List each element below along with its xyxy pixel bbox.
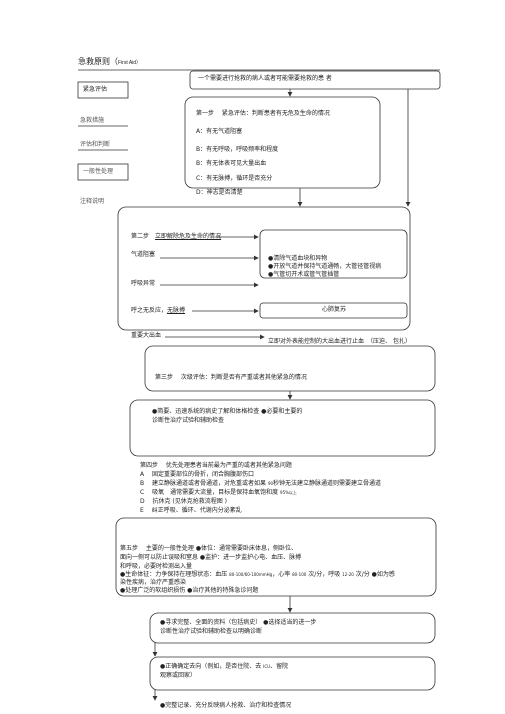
sidebar-item-emergency-assessment: 紧急评估 xyxy=(83,86,108,93)
page-title-en: First Aid） xyxy=(118,60,142,66)
sidebar-item-notes: 注释说明 xyxy=(80,198,105,205)
step5-line-5: 染性疾病，治疗严重感染 xyxy=(120,579,187,586)
step1-item-consciousness: D：神志是否清楚 xyxy=(196,189,243,196)
assessment-box xyxy=(129,399,436,457)
vitals-respiration: 12-20 xyxy=(342,572,354,577)
record-text: ●完整记录、充分反映病人抢救、治疗和检查情况 xyxy=(160,702,292,709)
disposition-text-2: 、留院 xyxy=(270,663,289,670)
airway-action-clear: ●清除气道血块和异物 xyxy=(268,255,328,262)
step4-item-b-text-1: B 建立静脉通道或者骨通道，对危重或者如果 xyxy=(140,480,267,487)
step5-line-1: 第五步 主要的一般性处理 ●体位：通常需要卧床体息，侧卧位、 xyxy=(120,545,298,552)
step2-box xyxy=(117,206,411,331)
disposition-line-1: ●正确确定去向（例如，是否住院、去 ICU、留院 xyxy=(160,664,288,670)
step4-item-b: B 建立静脉通道或者骨通道，对危重或者如果 90秒钟无法建立静脉通道则需要建立骨… xyxy=(140,481,381,487)
step4-item-c-target: 95%以上 xyxy=(280,490,297,495)
bleeding-label: 重要大出血 xyxy=(131,332,162,339)
step5-vitals: ●生命体征：力争保持在理想状态：血压 80-100/60-100mmHg，心率 … xyxy=(120,572,395,578)
vitals-heart-rate: 80-100 xyxy=(292,572,307,577)
step4-item-c-text: C 吸氧 通常需要大流量，目标是保持血氧饱和度 xyxy=(140,489,279,496)
step2-heading: 第二步 立即解除危及生命的情况 xyxy=(131,234,221,240)
start-box xyxy=(189,70,441,90)
step4-item-c: C 吸氧 通常需要大流量，目标是保持血氧饱和度 95%以上 xyxy=(140,490,297,496)
step4-item-b-seconds: 90 xyxy=(267,481,274,486)
airway-action-open: ●开放气道并保持气道通畅，大管径管视病 xyxy=(268,263,382,270)
bleeding-action: 立即对外表能控制的大出血进行止血 （压迫、 包扎） xyxy=(268,339,411,345)
vitals-text-2: ，心率 xyxy=(272,571,291,578)
step5-line-2: 面向一侧可以防止误吸和窒息 ●监护：进一步监护心电、血压、脉搏 xyxy=(120,554,302,561)
vitals-text-1: ●生命体征：力争保持在理想状态：血压 xyxy=(120,571,228,578)
bleeding-action-text: 立即对外表能控制的大出血进行止血 xyxy=(268,338,365,345)
vitals-text-3: 次/分，呼吸 xyxy=(306,571,341,578)
step2-breathing-label: 呼吸异常 xyxy=(131,280,156,287)
airway-action-intubation: ●气管切开术或管气管插管 xyxy=(268,271,340,278)
step3-heading: 第三步 次级评估：判断是否有严重或者其他紧急的情况 xyxy=(155,374,307,381)
sidebar-item-evaluation: 评估和判断 xyxy=(80,141,111,148)
bleeding-action-note: （压迫、 包扎） xyxy=(370,338,411,345)
disposition-icu: ICU xyxy=(263,664,271,669)
assessment-line-1: ●简要、迅速系统的病史了解和体格检查 ●必要和主要的 xyxy=(152,408,303,415)
start-text: 一个需要进行抢救的病人或者可能需要抢救的患 者 xyxy=(198,75,332,82)
cpr-label: 心肺复苏 xyxy=(322,306,347,313)
step5-line-6: ●处理广泛的软组织损伤 ●治疗其他的特殊急诊问题 xyxy=(120,587,259,594)
disposition-text-1: ●正确确定去向（例如，是否住院、去 xyxy=(160,663,262,670)
step1-item-bleeding: B：有无体表可见大量出血 xyxy=(196,160,267,167)
step4-heading: 第四步 优先处理患者当前最为严重的或者其他紧急问题 xyxy=(140,462,292,469)
airway-actions-box xyxy=(259,229,408,279)
step1-heading: 第一步 紧急评估：判断患者有无危及生命的情况 xyxy=(196,110,330,117)
vitals-text-4: 次/分 ●如为感 xyxy=(353,571,395,578)
step3-box xyxy=(144,345,436,392)
step5-line-3: 和呼吸，必要时检测出入量 xyxy=(120,563,193,570)
step2-no-response-label: 呼之无反应，无脉搏 xyxy=(131,308,185,314)
no-response-text: 呼之无反应， xyxy=(131,307,168,314)
disposition-box xyxy=(149,656,436,691)
step4-item-a: A 固定重要部位的骨折，闭合胸腹部伤口 xyxy=(140,471,255,478)
assessment-line-2: 诊断性治疗试验和辅助检查 xyxy=(152,417,225,424)
step4-item-e: E 纠正呼吸、循环、代谢内分泌紊乱 xyxy=(140,507,242,514)
step4-item-b-text-2: 秒钟无法建立静脉通道则需要建立骨通道 xyxy=(273,480,382,487)
step2-heading-prefix: 第二步 xyxy=(131,233,156,240)
diagnosis-line-2: 诊断性治疗试验和辅助检查以明确诊断 xyxy=(160,628,263,635)
no-pulse-text: 无脉搏 xyxy=(167,307,186,314)
step1-item-airway: A：有无气道阻塞 xyxy=(196,128,243,135)
page-title: 急救原则（First Aid） xyxy=(78,58,141,66)
cpr-box xyxy=(259,302,408,319)
diagnosis-line-1: ●寻求完整、全面的资料（包括病史） ●选择适当的进一步 xyxy=(160,619,317,626)
sidebar-box-emergency xyxy=(77,81,129,99)
step2-airway-label: 气道阻塞 xyxy=(131,251,156,258)
page-title-cn: 急救原则（ xyxy=(78,57,118,66)
sidebar-item-first-aid-measures: 急救措施 xyxy=(80,117,105,124)
sidebar-item-general-treatment: 一般性处理 xyxy=(83,168,114,175)
step5-box xyxy=(115,517,437,597)
step1-item-breathing: B：有无呼吸，呼吸频率和程度 xyxy=(196,146,279,153)
disposition-line-2: 观察或回家） xyxy=(160,672,197,679)
step2-heading-text: 立即解除危及生命的情况 xyxy=(155,233,222,240)
step1-item-circulation: C：有无脉搏，循环是否充分 xyxy=(196,175,273,182)
vitals-blood-pressure: 80-100/60-100mmHg xyxy=(229,572,273,577)
step4-item-d: D 抗休克 (见休克抢救流程图 ) xyxy=(140,498,228,505)
diagnosis-box xyxy=(149,612,436,644)
sidebar-box-general xyxy=(77,163,129,181)
step1-box xyxy=(184,96,381,189)
